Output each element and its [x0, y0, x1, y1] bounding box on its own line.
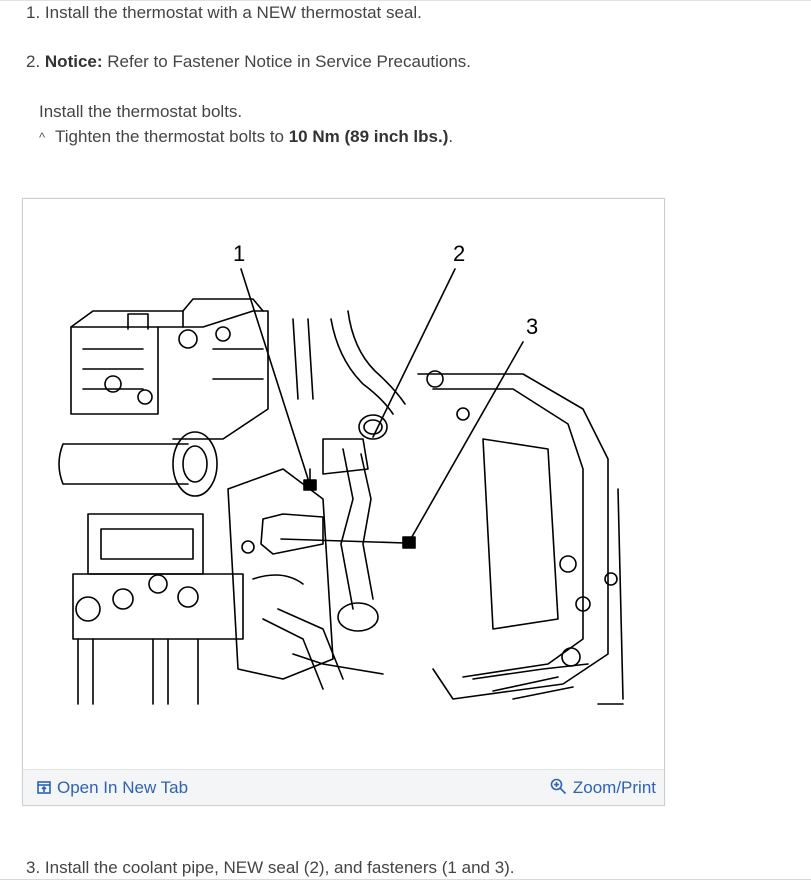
top-divider [0, 0, 811, 1]
step-2-notice-text: Refer to Fastener Notice in Service Prec… [102, 52, 472, 71]
step-2-substep-install: Install the thermostat bolts. [39, 102, 243, 121]
caret-bullet: ^ [39, 130, 46, 145]
step-2-number: 2. [26, 52, 45, 71]
callout-1: 1 [233, 241, 245, 266]
step-2-text: 2. Notice: Refer to Fastener Notice in S… [26, 52, 471, 72]
engine-illustration: 1 2 3 [58, 241, 624, 705]
bottom-divider [0, 879, 811, 880]
step-3-text: 3. Install the coolant pipe, NEW seal (2… [26, 858, 515, 877]
zoom-print-label: Zoom/Print [572, 778, 656, 797]
callout-2: 2 [453, 241, 465, 266]
engine-drawing [58, 298, 624, 705]
step-2-substep-torque: ^ Tighten the thermostat bolts to 10 Nm (… [39, 127, 453, 147]
torque-suffix: . [448, 127, 454, 146]
callout-3: 3 [526, 314, 538, 339]
torque-text: Tighten the thermostat bolts to [55, 127, 289, 146]
figure-footer: Open In New Tab Zoom/Print [23, 769, 664, 805]
zoom-print-link[interactable]: Zoom/Print [550, 778, 656, 800]
zoom-in-icon [550, 778, 567, 800]
open-in-new-tab-label: Open In New Tab [57, 778, 189, 797]
torque-value: 10 Nm (89 inch lbs.) [288, 127, 449, 146]
leader-line-1 [240, 268, 310, 483]
thermostat-figure: 1 2 3 [22, 198, 665, 806]
step-1-text: 1. Install the thermostat with a NEW the… [26, 3, 422, 22]
leader-line-2 [372, 268, 456, 438]
leader-line-3 [408, 341, 524, 543]
open-new-tab-icon [37, 780, 51, 800]
open-in-new-tab-link[interactable]: Open In New Tab [37, 778, 188, 800]
notice-label: Notice: [44, 52, 103, 71]
